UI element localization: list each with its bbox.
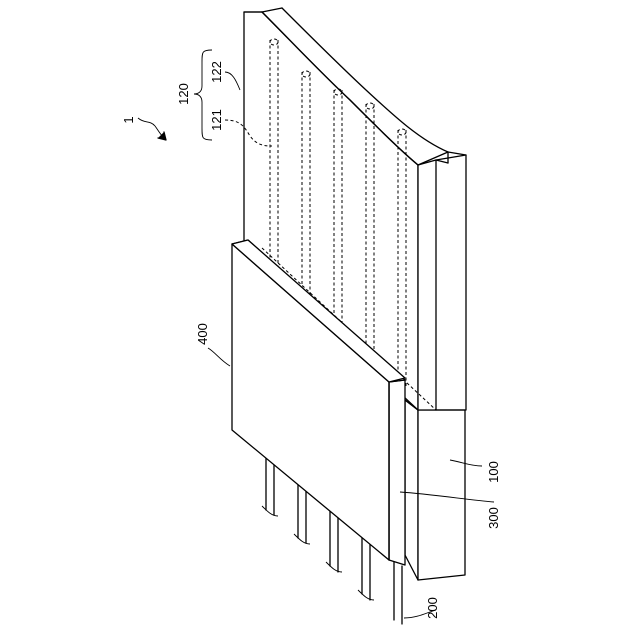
label-400: 400 (195, 323, 210, 345)
leader-122 (225, 72, 240, 90)
label-1: 1 (121, 116, 136, 123)
label-300: 300 (486, 507, 501, 529)
label-122: 122 (209, 61, 224, 83)
label-100: 100 (486, 461, 501, 483)
label-200: 200 (425, 597, 440, 619)
base-plate-100 (405, 400, 465, 580)
reference-1-arrow (138, 118, 166, 140)
leader-400 (208, 348, 230, 366)
label-121: 121 (209, 109, 224, 131)
label-120: 120 (176, 83, 191, 105)
